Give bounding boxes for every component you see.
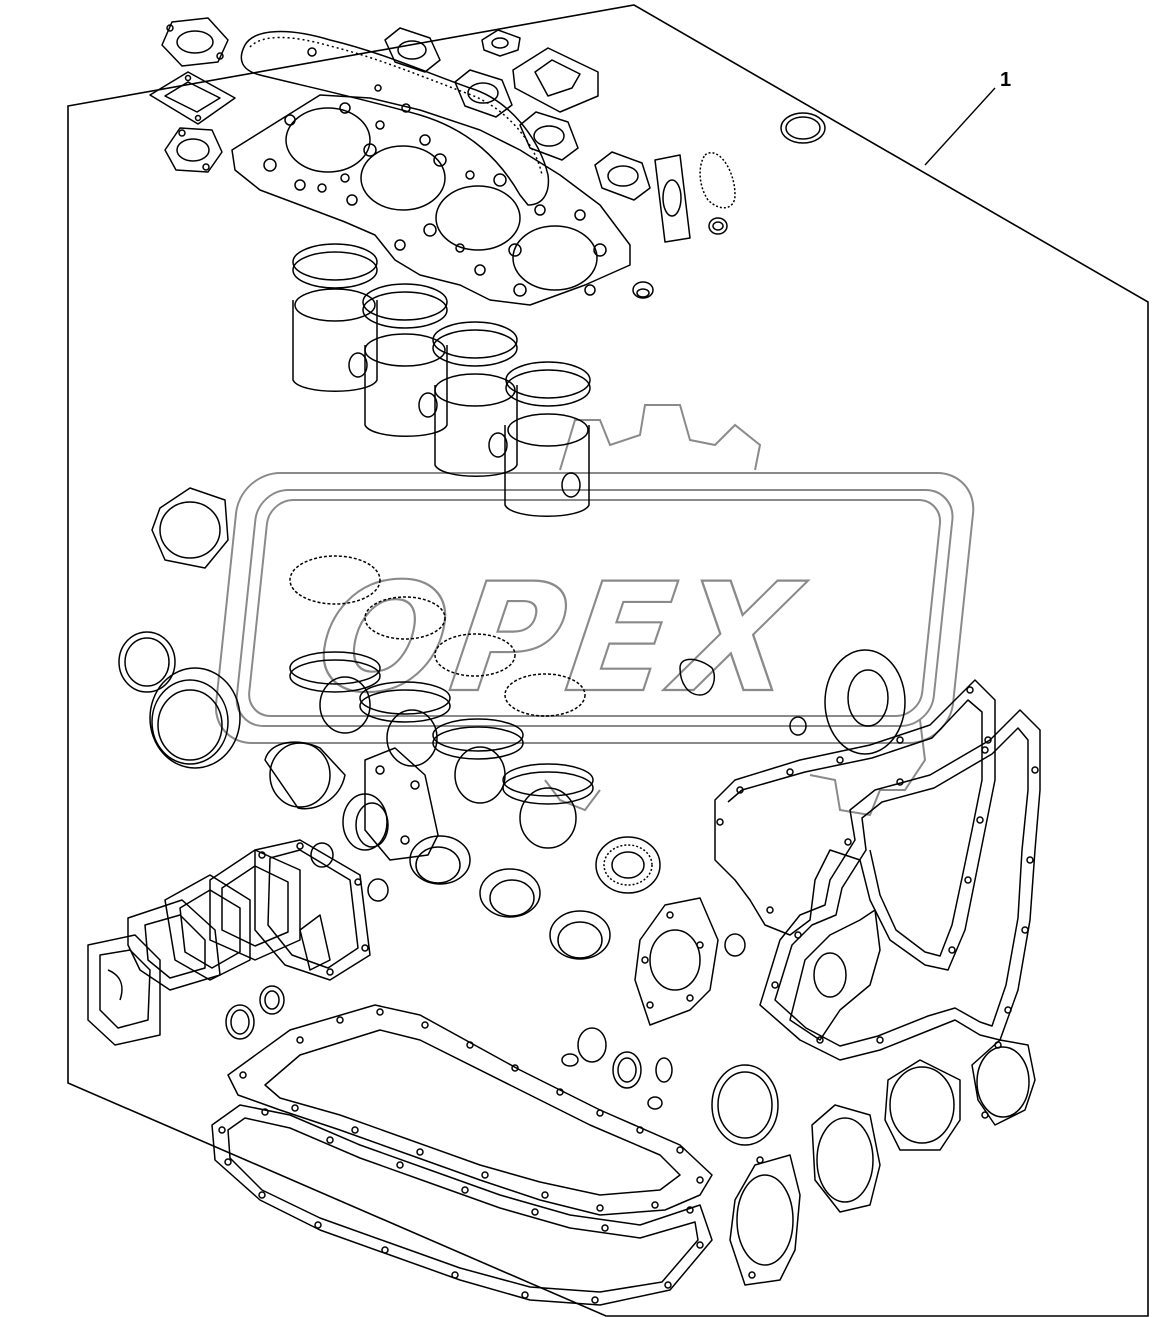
liner-oring-4 — [504, 673, 586, 717]
oring-pan-7 — [647, 1096, 663, 1110]
rear-crankshaft-seal — [149, 667, 241, 769]
water-pump-gasket-small — [699, 152, 736, 209]
kit-boundary — [67, 4, 1149, 1317]
watermark-outer-frame — [214, 472, 975, 744]
water-pump-seal — [711, 1064, 779, 1146]
oil-cooler-housing-gasket — [254, 839, 371, 981]
main-bearing-3 — [409, 835, 471, 885]
oil-filter-housing-gasket — [151, 487, 229, 569]
crankshaft-oring-top — [780, 112, 826, 144]
flange-gasket-mid-left — [164, 127, 223, 173]
oil-pump-gasket — [364, 747, 439, 861]
turbo-gasket-small — [481, 29, 521, 57]
opex-watermark: OPEX — [214, 404, 975, 817]
piston-3 — [432, 321, 518, 477]
oring-mid-3 — [724, 933, 746, 957]
oil-cooler-gasket-3 — [164, 874, 251, 981]
front-seal-retainer — [824, 649, 906, 755]
conrod-bearing-4 — [502, 763, 594, 849]
oring-pan-4 — [561, 1053, 579, 1067]
thermostat-gasket — [149, 71, 236, 125]
rocker-cover-gasket — [240, 30, 550, 206]
liner-oring-2 — [364, 596, 446, 640]
oil-cooler-gasket-2 — [127, 899, 221, 991]
conrod-bearing-3 — [432, 718, 524, 804]
pto-cover-gasket — [729, 1154, 801, 1286]
watermark-text: OPEX — [308, 551, 813, 726]
callout-number: 1 — [1000, 69, 1011, 91]
oil-pan-upper-bolt-holes — [239, 1008, 704, 1212]
oil-cooler-gasket-1 — [87, 934, 161, 1046]
small-cover-gasket — [679, 658, 716, 696]
main-bearing-5 — [549, 910, 611, 960]
liner-orings — [289, 555, 586, 717]
conrod-bearing-1 — [289, 651, 381, 734]
cylinder-bore-3 — [435, 185, 521, 251]
piston-1 — [292, 243, 378, 392]
watermark-gear-outline — [544, 404, 927, 817]
cylinder-bore-4 — [512, 225, 598, 291]
oring-large-left — [118, 631, 176, 693]
valve-stem-seal — [632, 281, 654, 299]
fuel-injection-pump-gasket — [634, 897, 719, 1026]
oring-pan-6 — [655, 1057, 673, 1083]
front-crankshaft-seal — [595, 836, 661, 894]
head-gasket-bolt-holes — [263, 102, 607, 297]
conrod-bearing-2 — [359, 681, 451, 767]
timing-cover-gasket-front — [759, 709, 1041, 1061]
timing-cover-gasket-rear — [714, 679, 996, 971]
small-seal-ring-top — [708, 217, 728, 235]
cylinder-bore-1 — [285, 107, 371, 173]
oring-pan-1 — [225, 1004, 255, 1040]
main-bearing-4 — [479, 868, 541, 918]
timing-cover-front-bolt-holes — [771, 746, 1039, 1044]
oring-pan-3 — [577, 1027, 607, 1063]
egr-valve-gasket — [654, 154, 691, 243]
exhaust-gasket-1 — [384, 27, 441, 73]
callout-1: 1 — [924, 69, 1011, 166]
air-compressor-gasket — [884, 1059, 961, 1151]
kit-frame — [67, 4, 1149, 1317]
exhaust-gasket-2 — [454, 69, 513, 118]
liner-oring-3 — [434, 633, 516, 677]
flange-gasket-top-left — [161, 17, 229, 67]
oil-pan-gasket-lower — [211, 1104, 713, 1306]
piston-2 — [362, 283, 448, 437]
exhaust-manifold-gasket — [512, 47, 599, 113]
cylinder-bore-2 — [360, 145, 446, 211]
oring-pan-5 — [612, 1051, 642, 1089]
oring-mid-4 — [789, 716, 807, 736]
main-bearing-1 — [264, 741, 346, 810]
oring-mid-2 — [367, 878, 389, 902]
oring-mid-1 — [310, 842, 334, 868]
hydraulic-pump-gasket — [971, 1039, 1036, 1126]
liner-oring-1 — [289, 555, 381, 605]
callout-leader — [924, 87, 996, 166]
exhaust-gasket-3 — [519, 111, 579, 161]
piston-4 — [504, 361, 591, 517]
watermark-inner-frame-2 — [248, 499, 942, 717]
oil-pan-gasket-upper — [227, 1004, 713, 1216]
cylinder-head-gasket — [231, 94, 631, 306]
oil-pan-lower-bolt-holes — [218, 1108, 704, 1304]
exhaust-gasket-4 — [594, 151, 651, 201]
accessory-drive-gasket — [811, 1104, 881, 1213]
gear-cover-gasket-inner — [789, 909, 881, 1041]
oring-pan-2 — [259, 985, 285, 1015]
watermark-inner-frame — [235, 489, 954, 727]
